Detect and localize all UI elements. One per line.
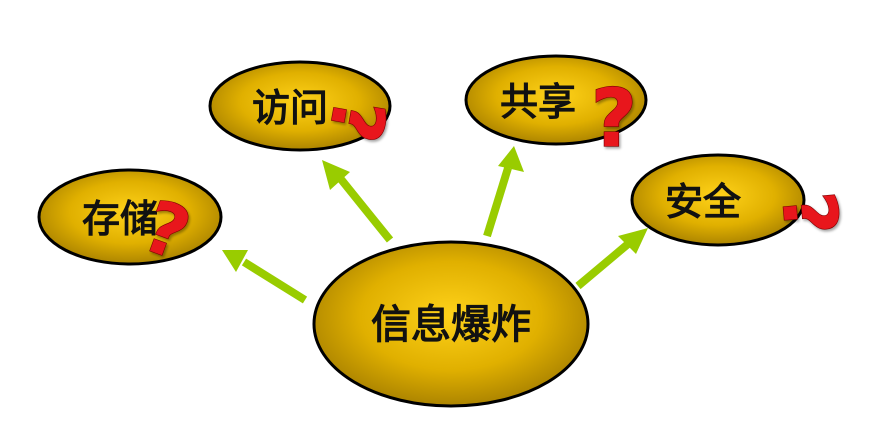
node-share-label: 共享 — [500, 80, 576, 124]
arrow-to-storage — [222, 250, 308, 304]
node-security-label: 安全 — [665, 180, 742, 224]
node-storage-label: 存储 — [82, 197, 158, 241]
arrow-to-security — [575, 228, 648, 290]
node-storage: 存储 ? — [37, 168, 223, 278]
center-node-label: 信息爆炸 — [371, 302, 531, 348]
node-security: 安全 ? — [630, 153, 855, 247]
question-mark-icon: ? — [590, 71, 638, 165]
node-access-label: 访问 — [252, 86, 328, 130]
question-mark-icon: ? — [764, 188, 855, 239]
arrow-to-access — [322, 160, 394, 243]
arrows — [222, 146, 648, 304]
center-node: 信息爆炸 — [312, 240, 590, 408]
node-access: 访问 ? — [208, 60, 403, 152]
svg-text:?: ? — [764, 189, 853, 239]
svg-text:?: ? — [591, 72, 637, 165]
arrow-to-share — [483, 146, 524, 238]
node-share: 共享 ? — [464, 54, 648, 166]
